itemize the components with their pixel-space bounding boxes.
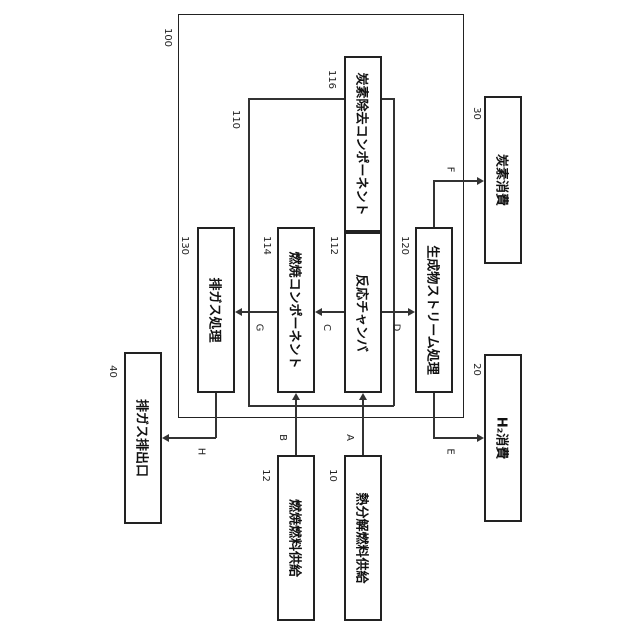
ref-label-100: 100 (162, 28, 173, 47)
flow-g-arrow-icon (235, 308, 242, 316)
carbon-removal-label: 炭素除去コンポーネント (354, 72, 373, 215)
ref-label-112: 112 (328, 236, 339, 255)
reaction-chamber: 反応チャンバ (344, 232, 382, 393)
flow-d-line (382, 311, 408, 313)
reaction-chamber-label: 反応チャンバ (354, 274, 373, 352)
product-stream-processing: 生成物ストリーム処理 (415, 227, 453, 393)
ref-label-116: 116 (326, 70, 337, 89)
flow-label-f: F (444, 167, 455, 173)
reactor-boundary-110-left (248, 98, 250, 406)
flow-label-b: B (277, 434, 288, 441)
flow-f-arrow-icon (477, 177, 484, 185)
ref-label-110: 110 (230, 110, 241, 129)
combustion-component-label: 燃焼コンポーネント (287, 251, 306, 368)
carbon-consumption: 炭素消費 (484, 96, 522, 264)
ref-label-130: 130 (179, 236, 190, 255)
exhaust-treatment: 排ガス処理 (197, 227, 235, 393)
ref-label-40: 40 (107, 365, 118, 378)
exhaust-outlet: 排ガス排出口 (124, 352, 162, 524)
flow-e-line-horizontal (433, 437, 477, 439)
flow-label-h: H (195, 448, 206, 456)
ref-label-20: 20 (471, 363, 482, 376)
flow-label-e: E (445, 448, 456, 454)
flow-c-arrow-icon (315, 308, 322, 316)
h2-consumption-label: H₂消費 (494, 417, 513, 460)
flow-label-d: D (390, 324, 401, 332)
reactor-boundary-110-top (248, 98, 346, 100)
flow-h-arrow-icon (162, 434, 169, 442)
h2-consumption: H₂消費 (484, 354, 522, 522)
reactor-boundary-110-right (393, 98, 395, 406)
flow-a-line (362, 400, 364, 455)
flow-label-c: C (321, 324, 332, 331)
flow-label-g: G (253, 324, 264, 332)
ref-label-120: 120 (399, 236, 410, 255)
flow-e-line-vertical (433, 393, 435, 438)
ref-label-30: 30 (471, 107, 482, 120)
flow-d-arrow-icon (408, 308, 415, 316)
exhaust-outlet-label: 排ガス排出口 (134, 399, 153, 477)
reactor-boundary-110-top-right (380, 98, 394, 100)
carbon-consumption-label: 炭素消費 (494, 154, 513, 206)
flow-g-line (242, 311, 277, 313)
flow-a-arrow-icon (359, 393, 367, 400)
flow-c-line (322, 311, 344, 313)
flow-f-line-horizontal (433, 180, 477, 182)
flow-h-line-horizontal (169, 437, 216, 439)
combustion-fuel-supply: 燃焼燃料供給 (277, 455, 315, 621)
flow-e-arrow-icon (477, 434, 484, 442)
flow-b-line (295, 400, 297, 455)
pyrolysis-fuel-supply: 熱分解燃料供給 (344, 455, 382, 621)
ref-label-114: 114 (261, 236, 272, 255)
reactor-boundary-110-bottom (248, 405, 394, 407)
flow-h-line-vertical (215, 393, 217, 438)
flow-b-arrow-icon (292, 393, 300, 400)
combustion-fuel-supply-label: 燃焼燃料供給 (287, 499, 306, 577)
flow-label-a: A (344, 434, 355, 441)
flow-f-line-vertical (433, 180, 435, 227)
ref-label-12: 12 (260, 469, 271, 482)
pyrolysis-fuel-supply-label: 熱分解燃料供給 (354, 492, 373, 583)
exhaust-treatment-label: 排ガス処理 (207, 277, 226, 342)
product-stream-label: 生成物ストリーム処理 (425, 245, 444, 375)
ref-label-10: 10 (327, 469, 338, 482)
combustion-component: 燃焼コンポーネント (277, 227, 315, 393)
carbon-removal-component: 炭素除去コンポーネント (344, 56, 382, 232)
